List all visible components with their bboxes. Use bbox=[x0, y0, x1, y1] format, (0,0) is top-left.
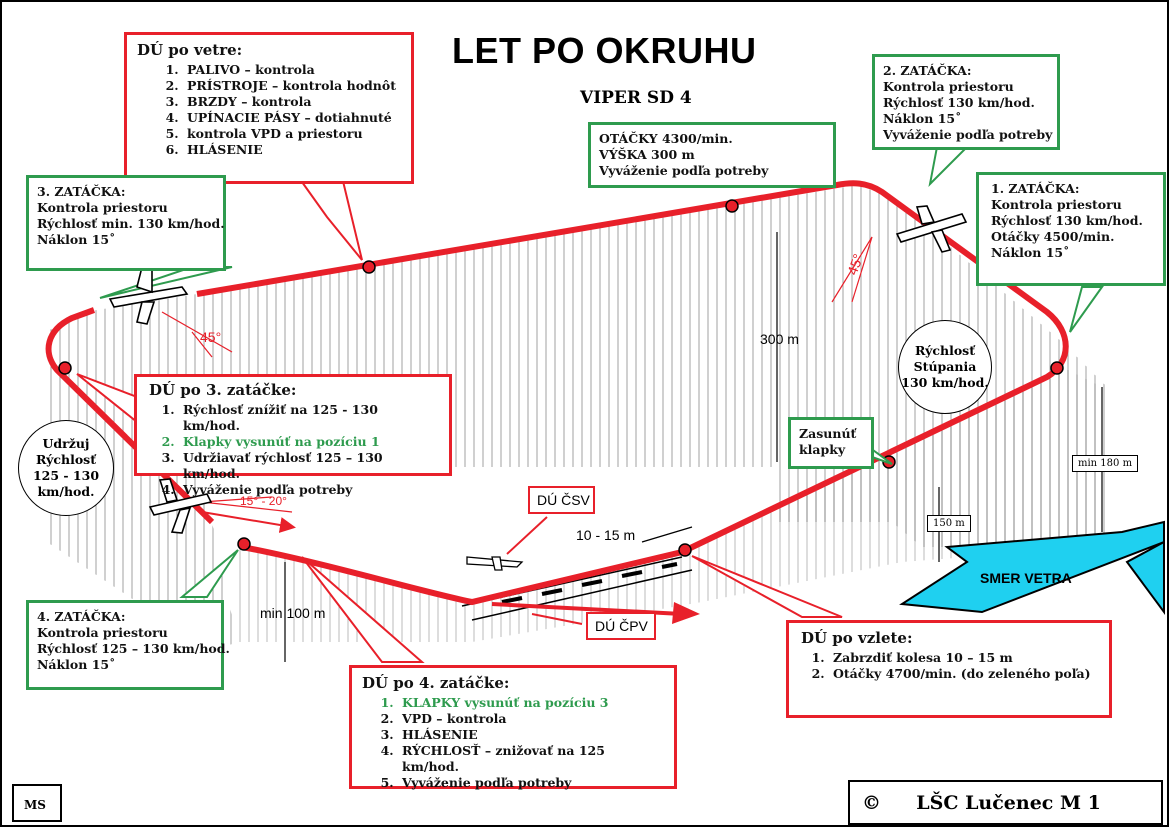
turn-line: Kontrola priestoru bbox=[37, 200, 168, 215]
oval-line: Udržuj bbox=[42, 436, 90, 451]
list-item: KLAPKY vysunúť na pozíciu 3 bbox=[398, 695, 664, 711]
wind-arrow bbox=[899, 520, 1165, 616]
downwind-cruise-box: OTÁČKY 4300/min. VÝŠKA 300 m Vyváženie p… bbox=[588, 122, 836, 188]
altitude-150-label: 150 m bbox=[927, 515, 971, 532]
turn-line: Otáčky 4500/min. bbox=[991, 229, 1115, 244]
flaps-line: Zasunúť bbox=[799, 426, 857, 441]
airplane-icon bbox=[466, 556, 524, 571]
list-item: BRZDY – kontrola bbox=[183, 94, 401, 110]
csv-arrow bbox=[506, 516, 548, 555]
checklist-heading: DÚ po 4. zatáčke: bbox=[362, 674, 510, 692]
page-title: LET PO OKRUHU bbox=[452, 30, 757, 71]
turn-line: Kontrola priestoru bbox=[991, 197, 1122, 212]
turn-line: Náklon 15˚ bbox=[37, 232, 116, 247]
csv-frame bbox=[528, 486, 595, 514]
turn-line: Náklon 15˚ bbox=[37, 657, 116, 672]
turn-3-box: 3. ZATÁČKA: Kontrola priestoru Rýchlosť … bbox=[26, 175, 226, 271]
label-alt-300: 300 m bbox=[760, 331, 799, 347]
turn-heading: 2. ZATÁČKA: bbox=[883, 63, 972, 78]
label-wind: SMER VETRA bbox=[980, 570, 1072, 586]
label-du-cpv: DÚ ČPV bbox=[595, 618, 649, 634]
checklist-heading: DÚ po 3. zatáčke: bbox=[149, 381, 297, 399]
copyright-footer: © LŠC Lučenec M 1 bbox=[848, 780, 1163, 825]
checklist-after-turn-4: DÚ po 4. zatáčke: KLAPKY vysunúť na pozí… bbox=[349, 665, 677, 791]
list-item: Zabrzdiť kolesa 10 – 15 m bbox=[829, 650, 1097, 666]
oval-line: 130 km/hod. bbox=[901, 375, 989, 390]
cruise-line: OTÁČKY 4300/min. bbox=[599, 131, 733, 146]
cruise-line: VÝŠKA 300 m bbox=[599, 147, 695, 162]
airplane-icon bbox=[148, 478, 213, 534]
turn-heading: 3. ZATÁČKA: bbox=[37, 184, 126, 199]
list-item: VPD – kontrola bbox=[398, 711, 664, 727]
turn-line: Kontrola priestoru bbox=[883, 79, 1014, 94]
oval-line: Rýchlosť bbox=[35, 452, 96, 467]
copyright-symbol: © bbox=[862, 792, 881, 814]
list-item: Klapky vysunúť na pozíciu 1 bbox=[179, 434, 437, 450]
turn-2-box: 2. ZATÁČKA: Kontrola priestoru Rýchlosť … bbox=[872, 54, 1060, 150]
checklist-after-takeoff: DÚ po vzlete: Zabrzdiť kolesa 10 – 15 m … bbox=[786, 620, 1112, 718]
checklist-heading: DÚ po vzlete: bbox=[801, 629, 913, 647]
cpv-frame bbox=[586, 612, 656, 640]
list-item: PRÍSTROJE – kontrola hodnôt bbox=[183, 78, 401, 94]
airplane-icon bbox=[108, 266, 189, 325]
hold-speed-oval: Udržuj Rýchlosť 125 - 130 km/hod. bbox=[18, 420, 114, 516]
turn-heading: 1. ZATÁČKA: bbox=[991, 181, 1080, 196]
bank-angle-guides bbox=[161, 236, 873, 513]
list-item: HLÁSENIE bbox=[398, 727, 664, 743]
checklist-downwind: DÚ po vetre: PALIVO – kontrola PRÍSTROJE… bbox=[124, 32, 414, 184]
label-bank-45-left: 45° bbox=[200, 329, 221, 345]
turn-line: Rýchlosť 130 km/hod. bbox=[883, 95, 1035, 110]
turn-4-box: 4. ZATÁČKA: Kontrola priestoru Rýchlosť … bbox=[26, 600, 230, 690]
climb-speed-oval: Rýchlosť Stúpania 130 km/hod. bbox=[898, 320, 992, 414]
turn-heading: 4. ZATÁČKA: bbox=[37, 609, 126, 624]
list-item: Vyváženie podľa potreby bbox=[398, 775, 664, 791]
turn-1-box: 1. ZATÁČKA: Kontrola priestoru Rýchlosť … bbox=[976, 172, 1166, 286]
turn-line: Náklon 15˚ bbox=[883, 111, 962, 126]
cpv-arrow bbox=[531, 613, 583, 625]
oval-line: km/hod. bbox=[37, 484, 95, 499]
list-item: PALIVO – kontrola bbox=[183, 62, 401, 78]
retract-flaps-box: Zasunúť klapky bbox=[788, 417, 874, 469]
dimension-lines bbox=[284, 232, 1103, 662]
turn-line: Rýchlosť 125 – 130 km/hod. bbox=[37, 641, 230, 656]
ms-tag: MS bbox=[12, 784, 62, 822]
label-dist: 10 - 15 m bbox=[576, 527, 635, 543]
min-180-label: min 180 m bbox=[1072, 455, 1139, 472]
label-du-csv: DÚ ČSV bbox=[537, 492, 591, 508]
turn-line: Vyváženie podľa potreby bbox=[883, 127, 1053, 142]
landing-arrowhead bbox=[672, 602, 700, 624]
list-item: kontrola VPD a priestoru bbox=[183, 126, 401, 142]
list-item: UPÍNACIE PÁSY – dotiahnuté bbox=[183, 110, 401, 126]
oval-line: Rýchlosť bbox=[914, 343, 975, 358]
checklist-after-turn-3: DÚ po 3. zatáčke: Rýchlosť znížiť na 125… bbox=[134, 374, 452, 497]
club-label: LŠC Lučenec M 1 bbox=[916, 792, 1101, 814]
list-item: RÝCHLOSŤ – znižovať na 125 km/hod. bbox=[398, 743, 664, 775]
list-item: Otáčky 4700/min. (do zeleného poľa) bbox=[829, 666, 1097, 682]
label-bank-45-right: 45° bbox=[844, 252, 866, 277]
final-approach-arrow bbox=[201, 511, 296, 533]
oval-line: 125 - 130 bbox=[32, 468, 100, 483]
flaps-line: klapky bbox=[799, 442, 846, 457]
label-bank-15-20: 15° - 20° bbox=[240, 494, 287, 508]
label-min-100: min 100 m bbox=[260, 605, 325, 621]
turn-line: Rýchlosť min. 130 km/hod. bbox=[37, 216, 225, 231]
list-item: HLÁSENIE bbox=[183, 142, 401, 158]
checklist-heading: DÚ po vetre: bbox=[137, 41, 243, 59]
turn-line: Kontrola priestoru bbox=[37, 625, 168, 640]
list-item: Udržiavať rýchlosť 125 – 130 km/hod. bbox=[179, 450, 437, 482]
aircraft-subtitle: VIPER SD 4 bbox=[580, 88, 692, 108]
cruise-line: Vyváženie podľa potreby bbox=[599, 163, 769, 178]
callout-pointers bbox=[76, 146, 1104, 663]
oval-line: Stúpania bbox=[913, 359, 977, 374]
list-item: Vyváženie podľa potreby bbox=[179, 482, 437, 498]
turn-line: Náklon 15˚ bbox=[991, 245, 1070, 260]
airplane-icon bbox=[895, 205, 968, 253]
ms-label: MS bbox=[24, 798, 46, 812]
list-item: Rýchlosť znížiť na 125 - 130 km/hod. bbox=[179, 402, 437, 434]
turn-line: Rýchlosť 130 km/hod. bbox=[991, 213, 1143, 228]
